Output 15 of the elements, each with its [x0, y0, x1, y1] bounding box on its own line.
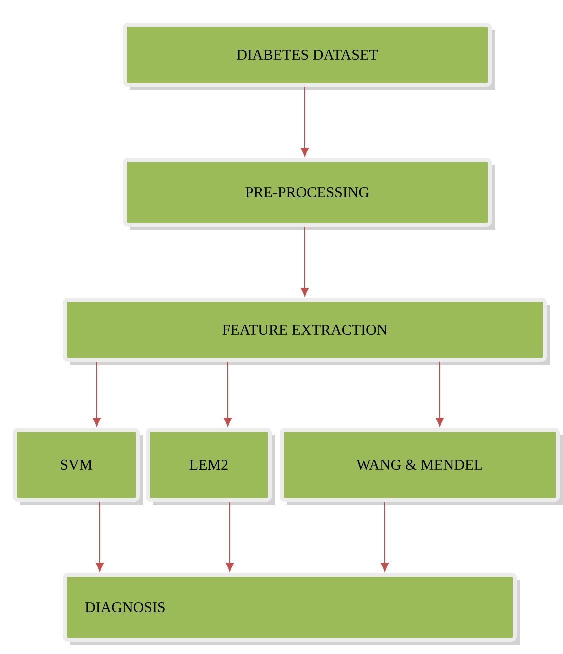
arrow — [436, 362, 444, 427]
arrow — [226, 502, 234, 572]
process-box: LEM2 — [146, 428, 275, 505]
arrow — [300, 86, 310, 157]
process-box: WANG & MENDEL — [280, 428, 563, 505]
arrow — [380, 502, 390, 572]
process-box: DIAGNOSIS — [63, 573, 520, 645]
arrow — [224, 362, 232, 427]
process-box: FEATURE EXTRACTION — [63, 298, 550, 365]
arrow — [96, 502, 104, 572]
process-box: SVM — [13, 428, 143, 505]
arrow — [300, 226, 310, 297]
process-box: DIABETES DATASET — [123, 23, 495, 90]
arrow — [92, 362, 102, 427]
process-box: PRE-PROCESSING — [123, 158, 495, 230]
